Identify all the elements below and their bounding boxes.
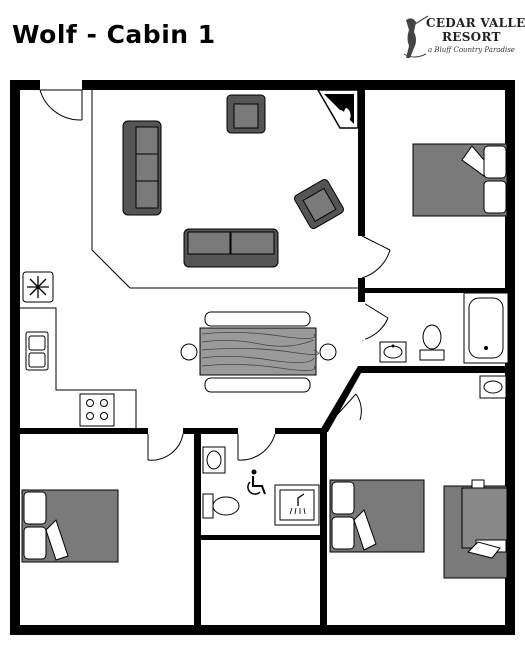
armchair-top [226,94,266,134]
wheelchair-icon [247,469,266,495]
wall-bath-bedroom-right [320,428,327,630]
wall-bath-bottom [358,366,508,373]
wall-kitchen-bottom-right [275,428,327,434]
outer-wall-top [10,80,515,90]
wall-kitchen-bottom-mid [183,428,238,434]
wall-bedroom-bath [358,288,508,293]
logo-resort: RESORT [442,30,501,44]
outer-wall-left [10,80,20,635]
living-area-outline [91,90,358,289]
bath-1-sink [379,341,407,363]
bedroom-1-door[interactable] [361,235,391,279]
bath-1-door[interactable] [358,301,389,341]
fisherman-icon [403,15,429,58]
bath-2-sink [202,446,226,474]
door-openings [40,79,82,91]
bedroom-3-door[interactable] [335,393,362,421]
bath-1-toilet [419,324,445,361]
armchair-right [294,179,344,229]
outer-wall-right [505,80,515,635]
bath-2-toilet [202,493,240,519]
bath-3-sink [479,375,507,399]
entry-door[interactable] [39,89,83,121]
plan-title: Wolf - Cabin 1 [12,20,216,49]
bedroom-2-door[interactable] [147,433,184,461]
sofa-vertical [122,120,162,216]
doors [39,89,391,461]
wall-bedroom-left-bath [194,428,201,630]
wall-living-bedroom-lower [358,278,365,292]
logo-tagline: a Bluff Country Paradise [428,46,515,54]
wall-living-bedroom [358,88,365,236]
bed-bedroom-3 [329,479,425,553]
sofa-horizontal [183,228,279,268]
entry-door-opening [40,79,82,91]
dining-set [180,311,337,393]
wall-bath-left-upper [358,288,365,302]
snowflake-icon [22,271,54,303]
fireplace-icon [316,89,359,129]
resort-logo: CEDAR VALLEY RESORT a Bluff Country Para… [400,14,525,64]
wall-kitchen-bottom-left [15,428,148,434]
kitchen-counter [15,307,137,428]
stove [79,393,115,427]
bunk-bed [443,479,508,579]
walls [10,80,515,635]
bath-2-door[interactable] [237,433,276,461]
logo-name: CEDAR VALLEY [426,16,525,30]
kitchen-sink [25,331,49,371]
shower-icon [274,484,320,526]
bed-bedroom-1 [412,143,508,217]
wall-bath-closet [196,535,324,540]
bathtub [463,292,509,364]
dining-table [199,327,317,376]
bed-bedroom-2 [21,489,119,563]
outer-wall-bottom [10,625,515,635]
wall-diagonal [319,366,365,432]
